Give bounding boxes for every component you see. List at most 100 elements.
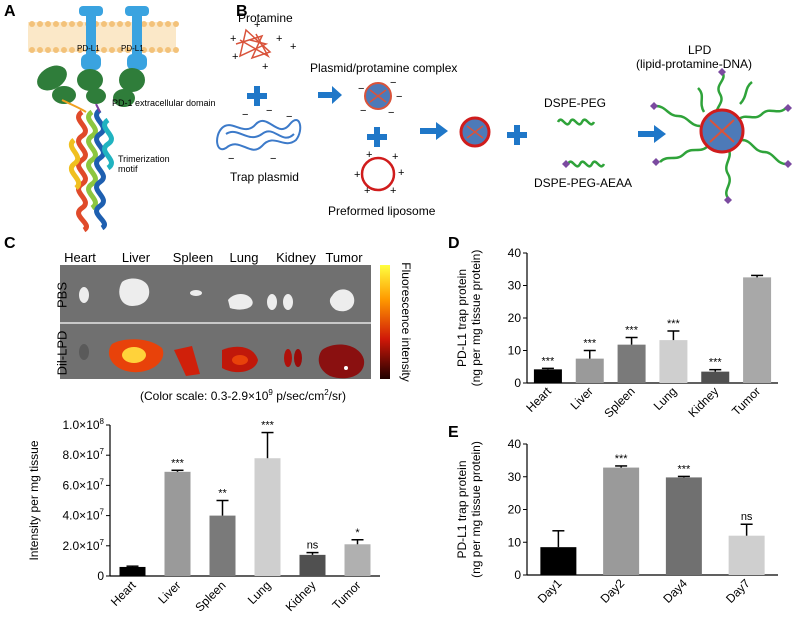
- x-tick-label: Kidney: [283, 578, 319, 614]
- svg-text:+: +: [232, 51, 238, 63]
- y-tick-label: 10: [508, 344, 522, 358]
- significance-label: ***: [541, 355, 555, 367]
- bar: [743, 277, 772, 383]
- organ-label: Heart: [64, 250, 96, 265]
- significance-label: ns: [307, 540, 319, 552]
- significance-label: ***: [171, 457, 185, 469]
- color-scale-end: /sr): [328, 389, 346, 403]
- plus-icon: [247, 86, 527, 147]
- y-tick-label: 2.0×107: [63, 538, 105, 553]
- x-tick-label: Heart: [108, 578, 139, 609]
- significance-label: ***: [261, 420, 275, 432]
- dspe-peg-label: DSPE-PEG: [544, 96, 607, 110]
- svg-text:+: +: [354, 169, 360, 181]
- x-tick-label: Tumor: [729, 384, 763, 418]
- bar: [540, 547, 577, 575]
- organ-label: Kidney: [276, 250, 316, 265]
- y-tick-label: 30: [508, 279, 522, 293]
- bar: [659, 340, 688, 383]
- significance-label: ***: [583, 338, 597, 350]
- svg-text:−: −: [388, 107, 394, 119]
- trap-plasmid-label: Trap plasmid: [230, 170, 299, 184]
- x-tick-label: Day4: [660, 576, 690, 606]
- panel-label-d: D: [448, 235, 460, 252]
- x-tick-label: Heart: [523, 384, 554, 415]
- pd1-domains: [37, 65, 145, 107]
- svg-text:+: +: [276, 33, 282, 45]
- color-scale-caption: (Color scale: 0.3-2.9×109 p/sec/cm2/sr): [140, 388, 346, 403]
- y-axis-label-units: (ng per mg tissue protein): [469, 250, 483, 387]
- significance-label: ***: [709, 357, 723, 369]
- color-scale-squared: 2: [324, 388, 329, 397]
- panel-label-a: A: [4, 3, 16, 20]
- dil-organs: [79, 339, 365, 379]
- significance-label: ***: [625, 325, 639, 337]
- lpd-title: LPD: [688, 43, 712, 57]
- bar: [603, 467, 640, 575]
- y-tick-label: 30: [508, 470, 522, 484]
- significance-label: ***: [615, 453, 629, 465]
- y-tick-label: 1.0×108: [63, 417, 105, 432]
- arrow-icon: [318, 86, 666, 143]
- trimerization-label: Trimerization motif: [118, 154, 170, 174]
- panel-label-e: E: [448, 424, 459, 441]
- color-scale-bar: [380, 265, 390, 379]
- pdl1-left-label: PD-L1: [77, 44, 100, 53]
- x-tick-label: Liver: [568, 384, 596, 412]
- y-tick-label: 40: [508, 437, 522, 451]
- bar: [617, 344, 646, 383]
- y-tick-label: 0: [97, 569, 104, 583]
- x-tick-label: Tumor: [330, 578, 364, 612]
- y-tick-label: 0: [514, 568, 521, 582]
- svg-text:+: +: [398, 167, 404, 179]
- organ-label: Lung: [229, 250, 259, 265]
- protamine-label: Protamine: [238, 11, 293, 25]
- x-tick-label: Spleen: [192, 578, 228, 614]
- svg-text:+: +: [262, 61, 268, 73]
- y-axis-label: PD-L1 trap protein: [455, 269, 469, 367]
- organ-label: Tumor: [325, 250, 363, 265]
- significance-label: ns: [741, 511, 753, 523]
- liposome-icon: [360, 156, 396, 192]
- svg-text:−: −: [266, 105, 272, 117]
- significance-label: **: [218, 488, 227, 500]
- panel-label-c: C: [4, 235, 16, 252]
- x-tick-label: Spleen: [601, 384, 637, 420]
- x-tick-label: Day7: [723, 576, 753, 606]
- significance-label: *: [355, 527, 360, 539]
- svg-text:+: +: [254, 19, 260, 31]
- bar: [701, 371, 730, 383]
- coated-particle: [459, 116, 491, 148]
- bar: [119, 566, 146, 576]
- x-tick-label: Day1: [535, 576, 565, 606]
- y-tick-label: 4.0×107: [63, 508, 105, 523]
- complex-particle: [364, 82, 392, 110]
- dspe-peg-aeaa-label: DSPE-PEG-AEAA: [534, 176, 633, 190]
- svg-text:+: +: [230, 33, 236, 45]
- x-tick-label: Kidney: [686, 384, 722, 420]
- bar: [533, 369, 562, 383]
- significance-label: ***: [667, 318, 681, 330]
- svg-text:+: +: [366, 149, 372, 161]
- bar: [164, 471, 191, 576]
- bar: [728, 535, 765, 575]
- bar: [254, 458, 281, 576]
- trimer-helices: [61, 99, 114, 233]
- y-tick-label: 8.0×107: [63, 447, 105, 462]
- significance-label: ***: [677, 463, 691, 475]
- bar: [344, 544, 371, 576]
- svg-text:+: +: [392, 151, 398, 163]
- lipid-membrane: [28, 21, 179, 53]
- svg-text:−: −: [390, 77, 396, 89]
- y-tick-label: 0: [514, 376, 521, 390]
- bar: [209, 515, 236, 576]
- svg-text:−: −: [358, 83, 364, 95]
- bar: [299, 554, 326, 576]
- color-scale-text: (Color scale: 0.3-2.9×10: [140, 389, 269, 403]
- svg-text:+: +: [390, 185, 396, 197]
- image-divider: [60, 322, 371, 324]
- y-axis-label-units: (ng per mg tissue protein): [469, 441, 483, 578]
